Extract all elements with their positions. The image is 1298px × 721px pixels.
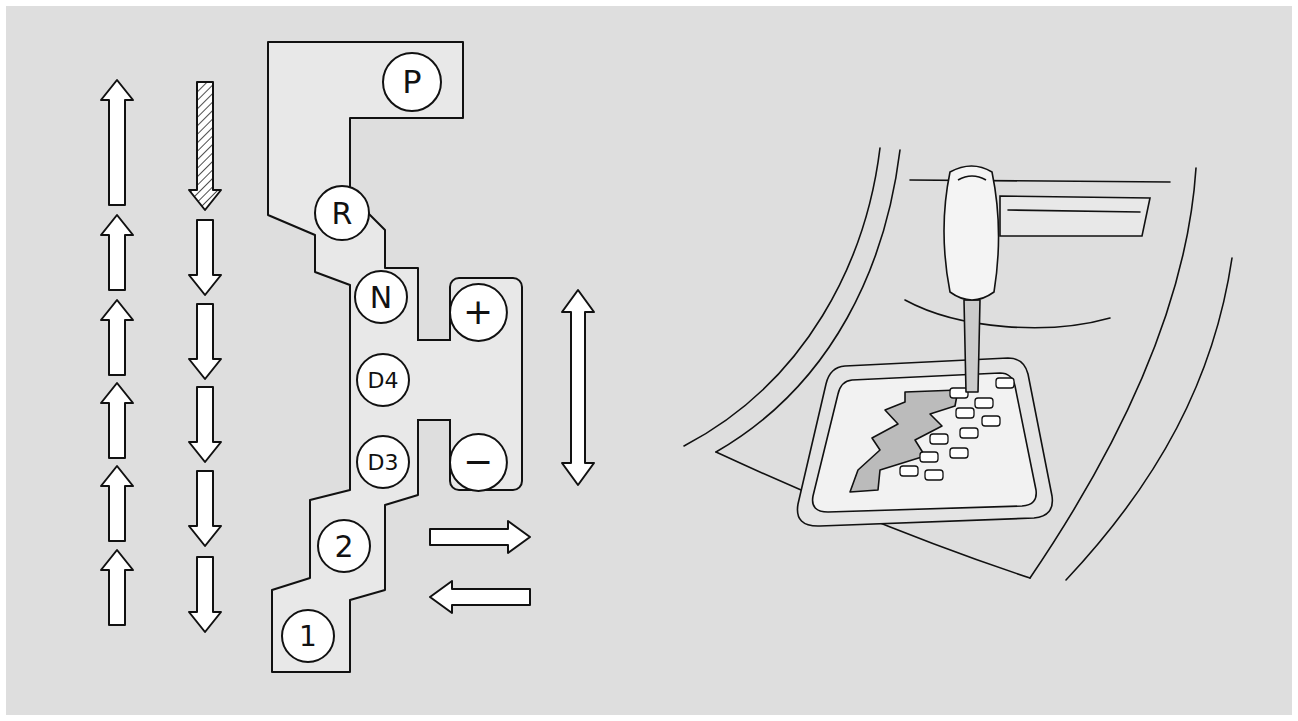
upshift-arrow [101, 466, 133, 541]
gear-position-circle: + [449, 283, 508, 342]
gear-position-circle: N [354, 270, 408, 324]
lever-shaft [964, 300, 980, 392]
shift-plate [797, 358, 1052, 526]
console-edge [1066, 258, 1232, 580]
gate-channel-edge [418, 339, 450, 341]
gate-slot [850, 390, 958, 492]
upshift-arrow [101, 215, 133, 290]
circle-shape [318, 520, 370, 572]
upshift-arrow [101, 80, 133, 205]
manual-shift-arrow [562, 290, 594, 485]
gear-label: R [332, 196, 353, 231]
downshift-arrow [189, 471, 221, 546]
gear-label: − [463, 441, 493, 482]
storage-slot-lip [1008, 210, 1140, 212]
downshift-arrow [189, 387, 221, 462]
gate-channel [416, 341, 452, 419]
manual-gate [450, 278, 522, 490]
press-button-arrow [189, 82, 221, 210]
knob-highlight [958, 176, 986, 180]
gear-position-circle: 1 [281, 609, 335, 663]
upshift-arrow [101, 300, 133, 375]
gate-out-arrow [430, 581, 530, 613]
gear-position-circle: − [449, 433, 508, 492]
indicator-buttons [900, 378, 1014, 480]
plate-inner [813, 373, 1037, 512]
gear-label: 2 [334, 529, 353, 564]
gate-in-arrow [430, 521, 530, 553]
gear-label: + [463, 291, 493, 332]
upshift-arrow [101, 550, 133, 625]
center-console [684, 148, 1232, 580]
downshift-arrow [189, 220, 221, 295]
circle-shape [357, 436, 409, 488]
gear-position-circle: 2 [317, 519, 371, 573]
circle-shape [383, 53, 441, 111]
shift-lever [944, 166, 999, 392]
shift-knob [944, 166, 999, 300]
gear-position-circle: D3 [356, 435, 410, 489]
upshift-arrow [101, 383, 133, 458]
gear-label: P [402, 63, 421, 101]
gear-label: N [370, 280, 392, 315]
storage-slot [1000, 196, 1150, 236]
circle-shape [450, 434, 507, 491]
gear-label: D4 [368, 368, 399, 393]
circle-shape [282, 610, 334, 662]
gate-channel-edge [418, 419, 450, 421]
plate-outer [797, 358, 1052, 526]
circle-shape [450, 284, 507, 341]
console-edge [905, 300, 1110, 328]
gear-label: D3 [368, 450, 399, 475]
background-panel [6, 6, 1292, 715]
downshift-arrow [189, 557, 221, 632]
gear-position-circle: D4 [356, 353, 410, 407]
circle-shape [315, 186, 369, 240]
circle-shape [357, 354, 409, 406]
gear-position-circle: R [314, 185, 370, 241]
gear-label: 1 [299, 620, 317, 653]
downshift-arrow [189, 304, 221, 379]
shift-gate [268, 42, 463, 672]
circle-shape [355, 271, 407, 323]
gear-position-circle: P [382, 52, 442, 112]
